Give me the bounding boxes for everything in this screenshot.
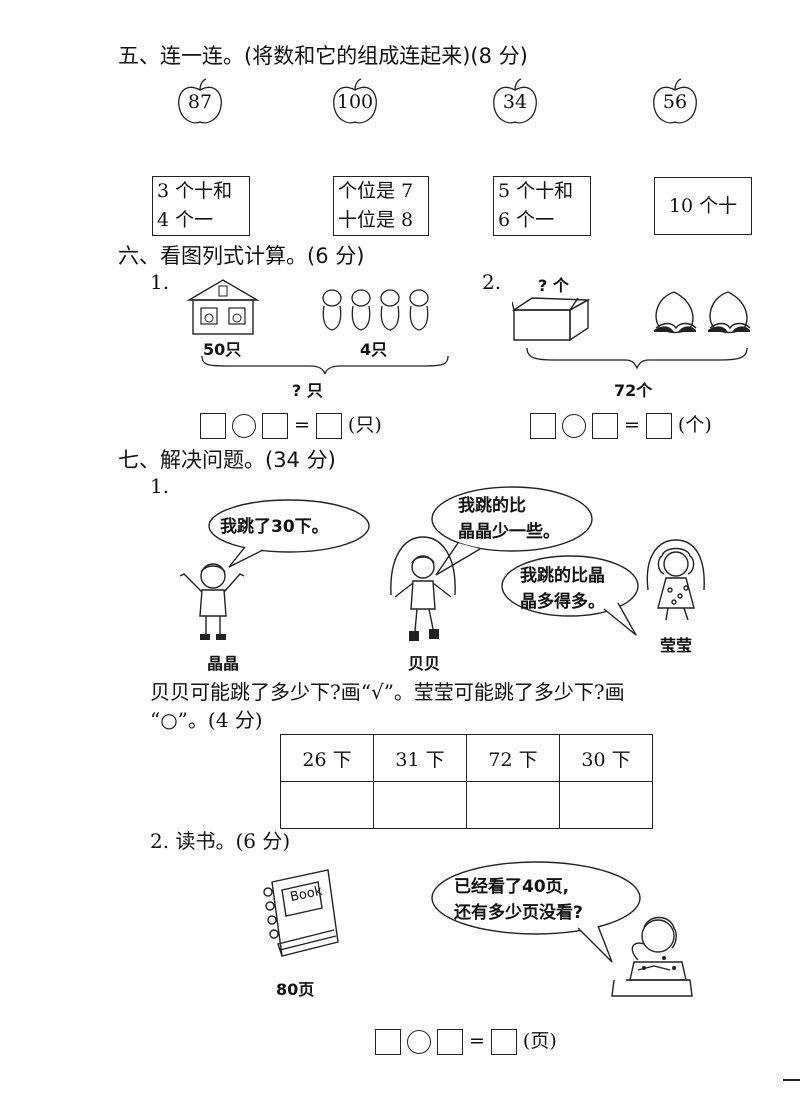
answer-box[interactable] bbox=[645, 413, 672, 439]
boy-jingjing-icon bbox=[179, 563, 245, 640]
apple-87: 87 bbox=[175, 78, 225, 126]
bubble-text-beibei: 我跳的比 晶晶少一些。 bbox=[458, 493, 560, 545]
bubble-line: 还有多少页没看? bbox=[454, 903, 583, 923]
q2-total-label: 72个 bbox=[614, 381, 653, 400]
composition-line: 个位是 7 bbox=[338, 180, 414, 202]
composition-line: 5 个十和 bbox=[498, 180, 574, 202]
composition-line: 十位是 8 bbox=[338, 209, 414, 231]
table-header-cell: 72 下 bbox=[466, 734, 560, 782]
bubble-line: 晶晶少一些。 bbox=[458, 522, 560, 542]
unit-label: (个) bbox=[677, 414, 712, 436]
name-yingying: 莹莹 bbox=[660, 636, 693, 655]
apple-icon bbox=[333, 78, 377, 124]
girl-yingying-jumprope-icon bbox=[646, 539, 705, 621]
apple-icon bbox=[653, 78, 697, 124]
table-header-cell: 31 下 bbox=[373, 734, 467, 782]
s7-q1-index: 1. bbox=[150, 474, 170, 498]
answer-box[interactable] bbox=[592, 413, 618, 439]
composition-box-2[interactable]: 个位是 7 十位是 8 bbox=[333, 176, 429, 236]
table-header-row: 26 下 31 下 72 下 30 下 bbox=[280, 734, 653, 782]
equals-sign: = bbox=[469, 1030, 485, 1052]
box-icon bbox=[512, 297, 591, 342]
q1-right-label: 4只 bbox=[360, 340, 388, 359]
composition-box-3[interactable]: 5 个十和 6 个一 bbox=[493, 176, 591, 236]
s7-q2-equation: = (页) bbox=[375, 1026, 563, 1055]
table-answer-row bbox=[280, 781, 653, 829]
bubble-text-yingying: 我跳的比晶 晶多得多。 bbox=[520, 563, 605, 615]
table-answer-cell[interactable] bbox=[466, 781, 560, 829]
name-jingjing: 晶晶 bbox=[207, 654, 240, 673]
equals-sign: = bbox=[624, 414, 640, 436]
name-beibei: 贝贝 bbox=[408, 654, 441, 673]
s7-q1-question-line1: 贝贝可能跳了多少下?画“√”。莹莹可能跳了多少下?画 bbox=[150, 680, 625, 704]
composition-box-4[interactable]: 10 个十 bbox=[654, 177, 752, 235]
bubble-text-reader: 已经看了40页, 还有多少页没看? bbox=[454, 874, 583, 926]
s7-q1-question-line2: “○”。(4 分) bbox=[150, 708, 263, 732]
composition-line: 6 个一 bbox=[498, 209, 555, 231]
answer-box[interactable] bbox=[262, 413, 288, 439]
bubble-text-jingjing: 我跳了30下。 bbox=[220, 517, 329, 537]
answer-box[interactable] bbox=[530, 413, 556, 439]
unit-label: (页) bbox=[522, 1030, 557, 1052]
answer-box[interactable] bbox=[200, 413, 226, 439]
four-cats-icon bbox=[322, 289, 429, 331]
table-header-cell: 26 下 bbox=[280, 734, 374, 782]
speech-bubble-reader bbox=[431, 861, 641, 963]
q1-index: 1. bbox=[150, 270, 170, 294]
q1-total-label: ? 只 bbox=[292, 381, 323, 400]
q1-equation: = (只) bbox=[200, 410, 388, 439]
apple-icon bbox=[493, 78, 537, 124]
s7-q2-title: 2. 读书。(6 分) bbox=[150, 829, 291, 853]
unit-label: (只) bbox=[347, 414, 382, 436]
speech-bubble-beibei bbox=[431, 486, 593, 576]
reading-child-icon bbox=[611, 916, 693, 997]
table-answer-cell[interactable] bbox=[280, 781, 374, 829]
q1-left-label: 50只 bbox=[203, 340, 242, 359]
apple-100: 100 bbox=[330, 78, 380, 126]
q2-index: 2. bbox=[482, 270, 502, 294]
q2-equation: = (个) bbox=[530, 410, 718, 439]
operator-circle[interactable] bbox=[232, 414, 256, 438]
book-icon bbox=[263, 869, 339, 957]
answer-box[interactable] bbox=[437, 1029, 463, 1055]
house-with-cats-icon bbox=[186, 279, 260, 335]
bubble-line: 晶多得多。 bbox=[520, 592, 605, 612]
answer-box[interactable] bbox=[490, 1029, 517, 1055]
apple-number: 100 bbox=[336, 91, 374, 113]
book-pages-label: 80页 bbox=[276, 980, 315, 999]
peaches-icon bbox=[654, 291, 751, 334]
table-answer-cell[interactable] bbox=[559, 781, 653, 829]
section7-heading: 七、解决问题。(34 分) bbox=[118, 448, 336, 472]
apple-number: 34 bbox=[502, 91, 528, 113]
boy-beibei-jumprope-icon bbox=[390, 536, 456, 641]
bubble-line: 我跳的比 bbox=[458, 496, 526, 516]
page-edge-line bbox=[783, 1079, 800, 1081]
apple-icon bbox=[178, 78, 222, 124]
composition-box-1[interactable]: 3 个十和 4 个一 bbox=[152, 176, 250, 236]
table-header-cell: 30 下 bbox=[559, 734, 653, 782]
bubble-line: 已经看了40页, bbox=[454, 877, 570, 897]
apple-number: 56 bbox=[662, 91, 688, 113]
apple-56: 56 bbox=[650, 78, 700, 126]
apple-34: 34 bbox=[490, 78, 540, 126]
answer-table: 26 下 31 下 72 下 30 下 bbox=[280, 734, 653, 829]
composition-line: 10 个十 bbox=[668, 195, 738, 217]
section5-heading: 五、连一连。(将数和它的组成连起来)(8 分) bbox=[118, 44, 528, 68]
equals-sign: = bbox=[294, 414, 310, 436]
answer-box[interactable] bbox=[375, 1029, 401, 1055]
operator-circle[interactable] bbox=[407, 1030, 431, 1054]
composition-line: 3 个十和 bbox=[157, 180, 233, 202]
section6-heading: 六、看图列式计算。(6 分) bbox=[118, 244, 365, 268]
q1-brace bbox=[201, 355, 449, 375]
apple-number: 87 bbox=[187, 91, 213, 113]
operator-circle[interactable] bbox=[562, 414, 586, 438]
answer-box[interactable] bbox=[315, 413, 342, 439]
speech-bubble-jingjing bbox=[208, 499, 370, 568]
speech-bubble-yingying bbox=[501, 555, 639, 636]
q2-top-label: ? 个 bbox=[538, 276, 569, 295]
q2-brace bbox=[526, 347, 748, 370]
bubble-line: 我跳的比晶 bbox=[520, 566, 605, 586]
table-answer-cell[interactable] bbox=[373, 781, 467, 829]
composition-line: 4 个一 bbox=[157, 209, 214, 231]
